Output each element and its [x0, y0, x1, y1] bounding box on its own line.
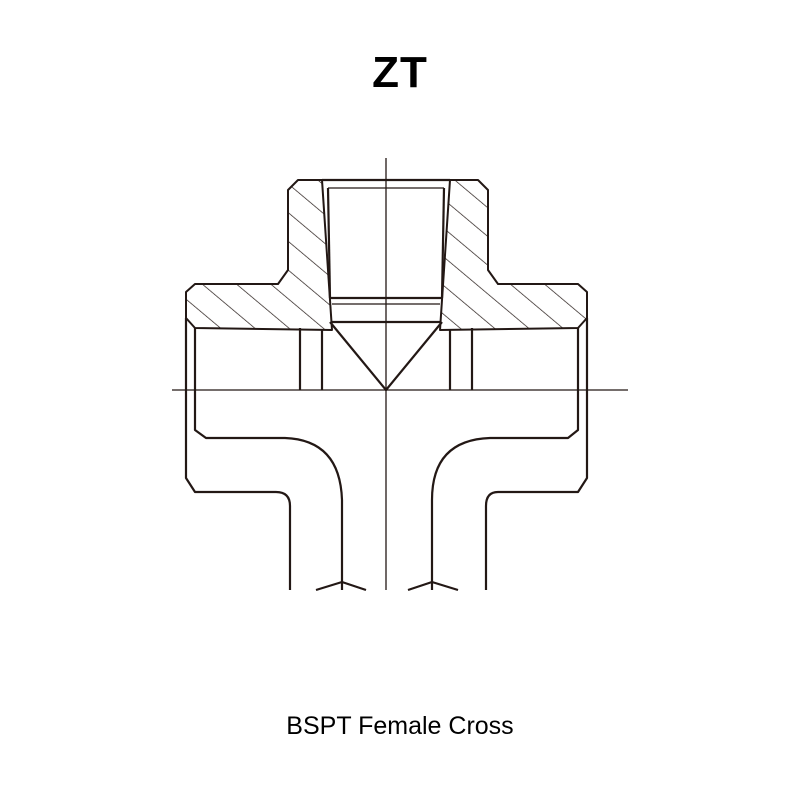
body-right-lower: [484, 390, 589, 590]
fitting-name-caption: BSPT Female Cross: [286, 712, 514, 740]
bottom-branch-edge-right: [407, 580, 459, 592]
model-code-title: ZT: [372, 48, 428, 97]
inner-right-flow: [430, 390, 580, 590]
bottom-branch-edge-left: [315, 580, 367, 592]
hatched-section-left: [185, 179, 333, 331]
bore-right-wall: [440, 187, 446, 299]
bore-left-wall: [326, 187, 332, 299]
inner-left-flow: [193, 390, 344, 590]
body-left-lower: [184, 390, 292, 590]
hatched-section-right: [439, 179, 588, 331]
